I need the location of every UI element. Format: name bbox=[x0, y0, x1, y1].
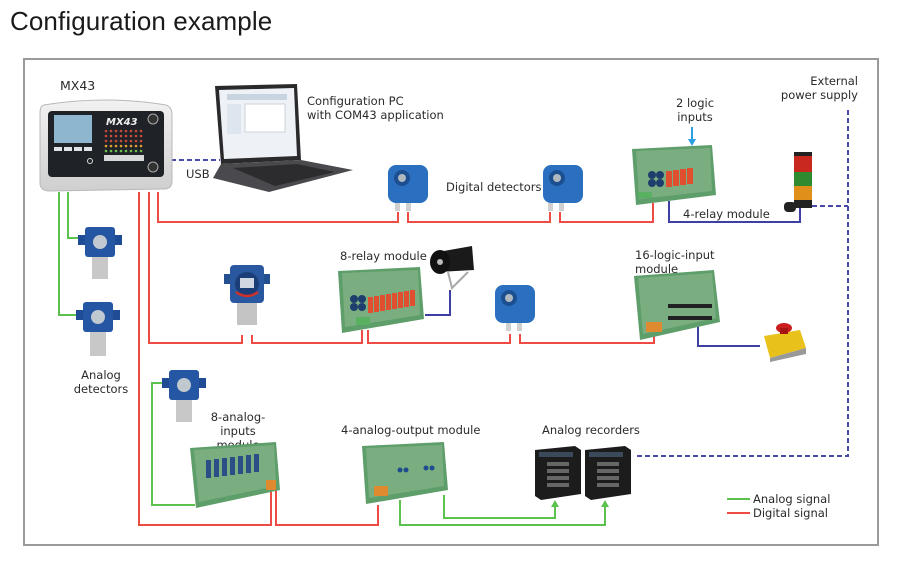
digital-detector-2 bbox=[543, 165, 583, 211]
signal-beacon bbox=[784, 152, 812, 212]
logic-input-button bbox=[697, 322, 760, 347]
configuration-pc-laptop bbox=[213, 84, 353, 192]
analog-line-1 bbox=[67, 192, 80, 239]
emergency-stop-button bbox=[764, 323, 806, 362]
digital-line-top bbox=[157, 192, 399, 223]
analog-recorder-2 bbox=[585, 446, 631, 500]
recorder-arrowhead-2 bbox=[601, 500, 609, 507]
power-supply-line bbox=[636, 110, 849, 457]
analog-line-2 bbox=[58, 192, 78, 316]
analog-line-3 bbox=[151, 382, 195, 506]
digital-line-middle-3 bbox=[367, 330, 511, 344]
digital-detector-3 bbox=[495, 285, 535, 331]
mx43-controller: MX43 bbox=[39, 99, 173, 192]
mx43-label: MX43 bbox=[60, 78, 96, 93]
ext-power-line2: power supply bbox=[780, 88, 858, 102]
usb-label: USB bbox=[186, 167, 210, 181]
analog-output-line-1 bbox=[443, 495, 556, 519]
siren-horn bbox=[430, 246, 474, 290]
eight-analog-line1: 8-analog-inputs bbox=[210, 410, 266, 438]
legend-analog-label: Analog signal bbox=[753, 492, 831, 506]
eight-relay-module-label: 8-relay module bbox=[340, 249, 427, 263]
pc-label-line2: with COM43 application bbox=[307, 108, 444, 122]
relay-output-beacon bbox=[668, 201, 801, 223]
four-relay-module-label: 4-relay module bbox=[683, 207, 770, 221]
logic-inputs-label: 2 logic inputs bbox=[676, 96, 714, 124]
legend-digital-label: Digital signal bbox=[753, 506, 828, 520]
analog-output-line-2 bbox=[399, 500, 606, 526]
analog-detectors-label: Analog detectors bbox=[72, 368, 130, 396]
display-gas-detector bbox=[224, 265, 270, 325]
digital-detectors-label: Digital detectors bbox=[446, 180, 542, 194]
analog-detector-2 bbox=[76, 302, 120, 356]
ext-power-line1: External bbox=[810, 74, 858, 88]
logic-input-arrowhead bbox=[688, 139, 696, 146]
mx43-screen bbox=[54, 115, 92, 143]
digital-line-middle bbox=[148, 192, 243, 344]
four-analog-output-module bbox=[362, 442, 448, 504]
analog-recorders bbox=[535, 446, 631, 500]
analog-detectors-line2: detectors bbox=[73, 382, 129, 396]
digital-detector-1 bbox=[388, 165, 428, 211]
digital-line-top-3 bbox=[559, 203, 654, 223]
mx43-brand-text: MX43 bbox=[106, 117, 138, 128]
analog-detector-1 bbox=[78, 227, 122, 279]
page-title: Configuration example bbox=[10, 6, 273, 36]
digital-line-bottom bbox=[138, 192, 272, 526]
eight-relay-module bbox=[338, 267, 424, 333]
digital-line-middle-2 bbox=[251, 330, 363, 344]
analog-detectors-line1: Analog bbox=[81, 368, 121, 382]
sixteen-logic-line1: 16-logic-input bbox=[635, 248, 715, 262]
logic-inputs-line2: inputs bbox=[677, 110, 713, 124]
pc-label-line1: Configuration PC bbox=[307, 94, 404, 108]
four-analog-output-module-label: 4-analog-output module bbox=[341, 423, 481, 437]
digital-line-bottom-2 bbox=[275, 490, 379, 526]
configuration-pc-label: Configuration PC with COM43 application bbox=[307, 94, 444, 122]
four-relay-module bbox=[632, 145, 716, 205]
eight-analog-inputs-module bbox=[190, 442, 280, 508]
digital-line-top-2 bbox=[407, 212, 551, 223]
sixteen-logic-input-module-label: 16-logic-input module bbox=[635, 248, 715, 276]
sixteen-logic-line2: module bbox=[635, 262, 679, 276]
external-power-supply-label: External power supply bbox=[770, 74, 858, 102]
analog-detector-3 bbox=[162, 370, 206, 422]
logic-inputs-line1: 2 logic bbox=[676, 96, 715, 110]
analog-recorder-1 bbox=[535, 446, 581, 500]
relay-output-siren bbox=[425, 290, 451, 316]
recorder-arrowhead-1 bbox=[551, 500, 559, 507]
sixteen-logic-input-module bbox=[634, 270, 720, 340]
analog-recorders-label: Analog recorders bbox=[542, 423, 640, 437]
